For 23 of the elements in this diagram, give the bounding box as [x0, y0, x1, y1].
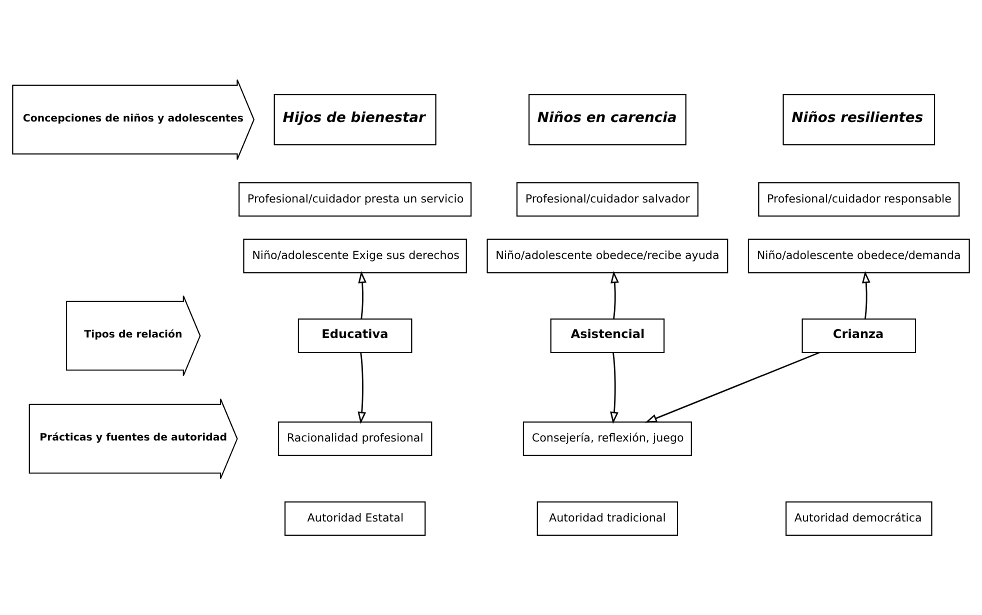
- node-box: Hijos de bienestar: [274, 94, 436, 146]
- node-box: Profesional/cuidador presta un servicio: [238, 182, 472, 217]
- arrow: [610, 270, 619, 320]
- node-box: Niños en carencia: [528, 94, 686, 146]
- node-box: Autoridad democrática: [786, 501, 932, 536]
- node-box: Racionalidad profesional: [278, 422, 432, 456]
- node-box: Educativa: [298, 318, 412, 354]
- node-box: Niño/adolescente obedece/demanda: [748, 238, 970, 274]
- node-box: Niño/adolescente obedece/recibe ayuda: [486, 238, 728, 274]
- node-box: Asistencial: [550, 318, 665, 354]
- arrow: [358, 270, 367, 320]
- arrow: [610, 352, 618, 424]
- node-box: Profesional/cuidador responsable: [758, 182, 960, 217]
- node-box: Niños resilientes: [782, 94, 936, 146]
- arrow: [358, 352, 366, 424]
- arrow: [644, 352, 820, 423]
- node-box: Crianza: [802, 318, 916, 354]
- arrow: [862, 270, 870, 320]
- node-box: Autoridad Estatal: [284, 501, 426, 536]
- node-box: Autoridad tradicional: [536, 501, 678, 536]
- node-box: Consejería, reflexión, juego: [522, 422, 692, 456]
- node-box: Niño/adolescente Exige sus derechos: [243, 238, 467, 274]
- node-box: Profesional/cuidador salvador: [516, 182, 698, 217]
